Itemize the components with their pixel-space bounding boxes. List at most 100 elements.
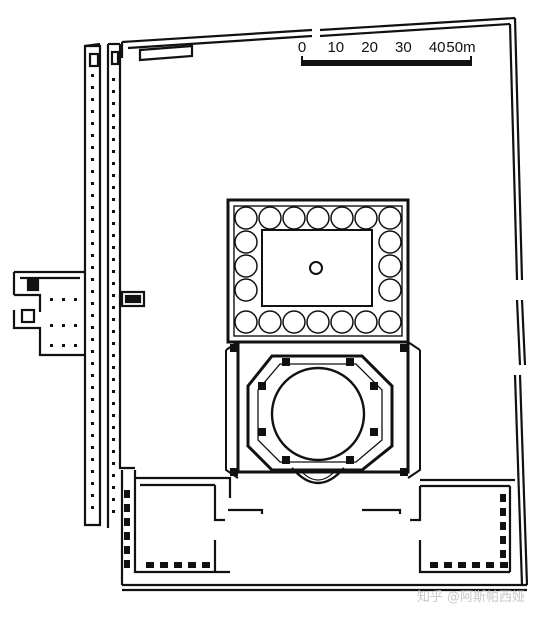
- pier: [370, 382, 378, 390]
- column-dot: [112, 402, 115, 405]
- column-dot: [50, 298, 53, 301]
- column-dot: [91, 74, 94, 77]
- cell-wall: [500, 536, 506, 544]
- pier: [230, 468, 238, 476]
- column-dot: [50, 324, 53, 327]
- column-dot: [91, 158, 94, 161]
- arcade-dome: [330, 310, 354, 334]
- watermark: 知乎 @阿斯帕西娅: [416, 590, 525, 605]
- west-portico: [83, 42, 135, 528]
- arcade-dome: [306, 310, 330, 334]
- column-dot: [91, 182, 94, 185]
- column-dot: [112, 342, 115, 345]
- column-dot: [112, 486, 115, 489]
- column-dot: [112, 390, 115, 393]
- column-dot: [112, 198, 115, 201]
- arcade-dome: [234, 230, 258, 254]
- arcade-dome: [354, 206, 378, 230]
- column-dot: [112, 498, 115, 501]
- arcade-dome: [258, 310, 282, 334]
- column-dot: [91, 170, 94, 173]
- cell-wall: [124, 504, 130, 512]
- scale-tick-label: 20: [361, 39, 378, 56]
- south-west-wing: [120, 470, 264, 585]
- column-dot: [112, 426, 115, 429]
- column-dot: [112, 282, 115, 285]
- column-dot: [112, 162, 115, 165]
- scale-tick-label: 30: [395, 39, 412, 56]
- column-dot: [112, 150, 115, 153]
- scale-tick-label: 0: [298, 39, 306, 56]
- column-dot: [112, 366, 115, 369]
- column-dot: [112, 438, 115, 441]
- column-dot: [112, 234, 115, 237]
- column-dot: [62, 344, 65, 347]
- column-dot: [112, 510, 115, 513]
- pier: [346, 358, 354, 366]
- column-dot: [50, 344, 53, 347]
- cell-wall: [124, 490, 130, 498]
- column-dot: [112, 294, 115, 297]
- scale-tick-label: 10: [327, 39, 344, 56]
- cell-wall: [500, 508, 506, 516]
- column-dot: [112, 270, 115, 273]
- arcade-dome: [378, 230, 402, 254]
- column-dot: [91, 194, 94, 197]
- column-dot: [112, 174, 115, 177]
- pier: [370, 428, 378, 436]
- pier: [282, 456, 290, 464]
- column-dot: [74, 324, 77, 327]
- cell-wall: [124, 560, 130, 568]
- column-dot: [112, 102, 115, 105]
- column-dot: [112, 354, 115, 357]
- arcade-dome: [354, 310, 378, 334]
- cell-wall: [146, 562, 154, 568]
- column-dot: [91, 302, 94, 305]
- arcade-dome: [258, 206, 282, 230]
- cell-wall: [458, 562, 466, 568]
- column-dot: [91, 422, 94, 425]
- column-dot: [91, 206, 94, 209]
- pier: [258, 428, 266, 436]
- cell-wall: [486, 562, 494, 568]
- cell-wall: [202, 562, 210, 568]
- arcade-dome: [378, 310, 402, 334]
- column-dot: [91, 218, 94, 221]
- cell-wall: [124, 532, 130, 540]
- pier: [230, 344, 238, 352]
- cell-wall: [430, 562, 438, 568]
- column-dot: [91, 458, 94, 461]
- arcade-dome: [378, 278, 402, 302]
- column-dot: [91, 410, 94, 413]
- column-dot: [112, 450, 115, 453]
- prayer-hall-piers: [230, 344, 408, 476]
- column-dot: [91, 326, 94, 329]
- prayer-hall: [225, 340, 421, 485]
- column-dot: [112, 462, 115, 465]
- column-dot: [112, 378, 115, 381]
- arcade-dome: [330, 206, 354, 230]
- outer-enclosure-wall: [120, 16, 529, 592]
- cell-wall: [500, 562, 508, 568]
- column-dot: [91, 122, 94, 125]
- cell-wall: [472, 562, 480, 568]
- column-dot: [91, 374, 94, 377]
- pier: [400, 468, 408, 476]
- arcade-dome: [378, 254, 402, 278]
- cell-wall: [174, 562, 182, 568]
- column-dot: [112, 414, 115, 417]
- column-dot: [112, 126, 115, 129]
- mihrab-apse: [291, 467, 345, 485]
- column-dot: [112, 246, 115, 249]
- arcade-dome: [306, 206, 330, 230]
- column-dot: [112, 258, 115, 261]
- column-dot: [91, 242, 94, 245]
- pier: [258, 382, 266, 390]
- column-dot: [91, 470, 94, 473]
- column-dot: [91, 134, 94, 137]
- arcade-dome: [234, 206, 258, 230]
- column-dot: [91, 266, 94, 269]
- column-dot: [91, 290, 94, 293]
- cell-wall: [500, 550, 506, 558]
